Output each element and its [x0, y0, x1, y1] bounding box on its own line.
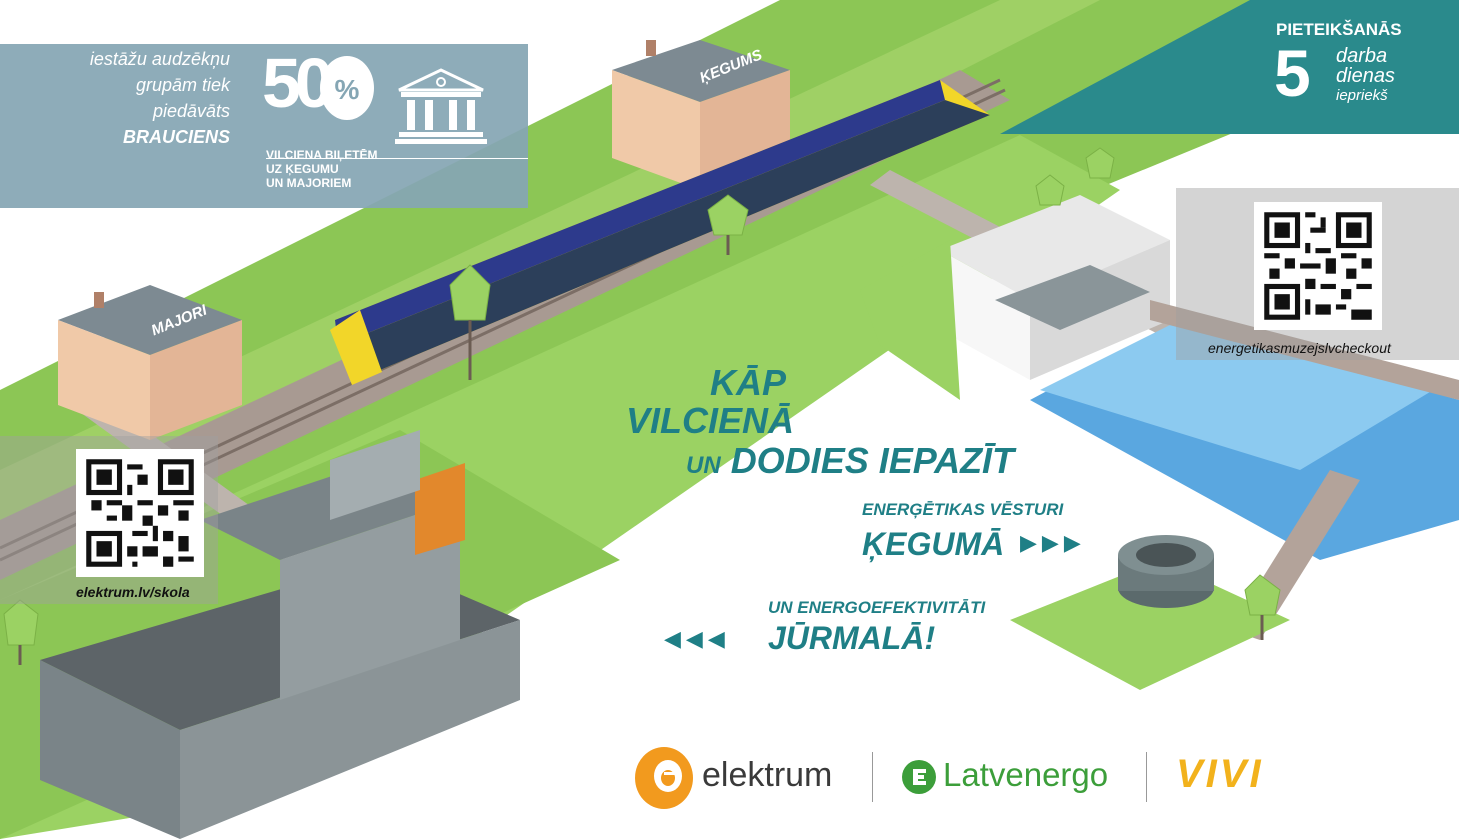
qr-code-museum[interactable]	[1254, 202, 1382, 330]
elektrum-logo-text: elektrum	[702, 756, 833, 794]
registration-line: iepriekš	[1336, 87, 1388, 104]
discount-label-line: VILCIENA BIĻETĒM	[266, 148, 378, 162]
discount-circle	[320, 56, 374, 120]
info-line: grupām tiek	[135, 75, 230, 95]
jurmala-island	[1010, 535, 1290, 690]
discount-label-line: UZ ĶEGUMU	[266, 162, 339, 176]
registration-banner	[1000, 0, 1459, 134]
museum-icon	[395, 68, 487, 144]
qr-code-icon	[1264, 212, 1372, 320]
latvenergo-logo-text: Latvenergo	[943, 756, 1109, 793]
elektrum-office-building	[40, 430, 520, 839]
percent-symbol: %	[334, 74, 360, 105]
logo-divider	[1146, 752, 1147, 802]
arrows-left-icon: ◀◀◀	[664, 626, 730, 651]
school-url[interactable]: elektrum.lv/skola	[76, 584, 190, 600]
info-strong-line: BRAUCIENS	[122, 127, 230, 147]
trees	[3, 147, 1281, 646]
headline-text: DODIES IEPAZĪT	[730, 440, 1015, 481]
registration-days-number: 5	[1274, 36, 1311, 110]
vivi-logo-text: VIVI	[1176, 752, 1264, 796]
registration-line: darba	[1336, 45, 1388, 67]
headline-prefix: UN	[686, 452, 721, 479]
headline-line-2: VILCIENĀ	[626, 400, 795, 441]
tree-trunks	[18, 235, 1264, 665]
subheading-history: ENERĢĒTIKAS VĒSTURI	[862, 500, 1064, 519]
discount-label: VILCIENA BIĻETĒM UZ ĶEGUMU UN MAJORIEM	[266, 148, 378, 190]
info-text: Latvijas izglītības iestāžu audzēkņu gru…	[18, 20, 230, 150]
discount-number: 50	[262, 44, 334, 122]
museum-url[interactable]: energetikasmuzejslvcheckout	[1208, 340, 1391, 356]
registration-title: PIETEIKŠANĀS	[1276, 20, 1402, 39]
majori-station-building	[58, 285, 242, 440]
latvenergo-logo-icon	[902, 760, 936, 794]
logo-divider	[872, 752, 873, 802]
registration-line: dienas	[1336, 65, 1395, 87]
info-line: iestāžu audzēkņu	[89, 49, 230, 69]
hydro-power-plant	[860, 195, 1459, 560]
subheading-efficiency: UN ENERGOEFEKTIVITĀTI	[768, 598, 986, 617]
info-line: Latvijas izglītības	[94, 23, 230, 43]
arrows-right-icon: ▶▶▶	[1020, 530, 1086, 555]
qr-code-icon	[86, 459, 194, 567]
qr-code-school[interactable]	[76, 449, 204, 577]
bridge	[1150, 300, 1459, 400]
divider	[266, 158, 528, 159]
discount-label-line: UN MAJORIEM	[266, 176, 352, 190]
registration-days-text: darba dienas iepriekš	[1336, 46, 1395, 106]
elektrum-logo-icon	[635, 747, 693, 809]
info-line: piedāvāts	[152, 101, 230, 121]
train	[330, 80, 990, 385]
headline-line-3: UN DODIES IEPAZĪT	[686, 440, 1014, 482]
subheading-jurmala: JŪRMALĀ!	[768, 620, 936, 656]
headline-line-1: KĀP	[710, 362, 787, 403]
subheading-kegums: ĶEGUMĀ	[862, 526, 1005, 562]
